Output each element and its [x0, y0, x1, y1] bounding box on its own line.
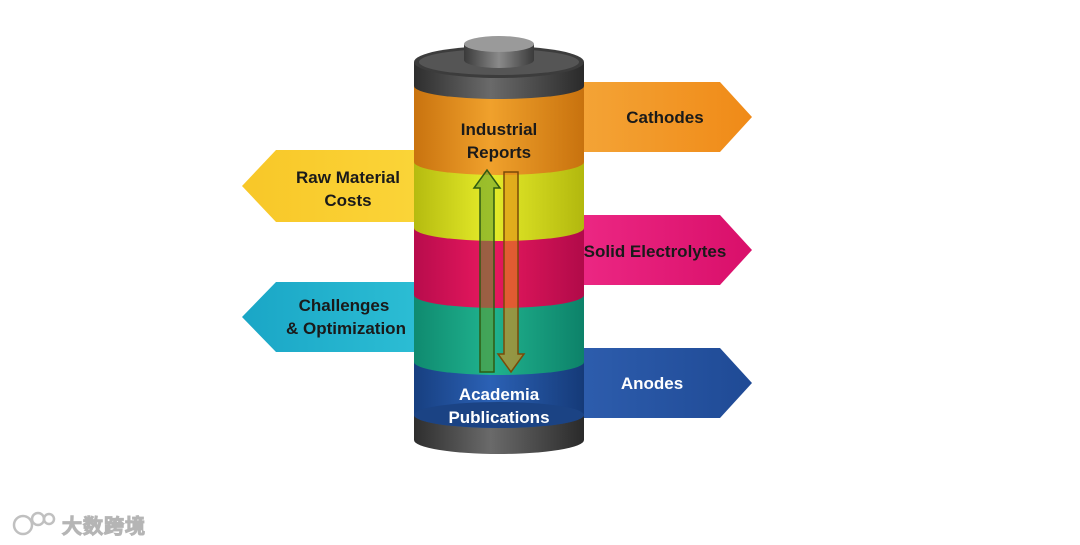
- solid-electrolytes-arrow: Solid Electrolytes: [560, 215, 752, 285]
- anodes-arrow: Anodes: [560, 348, 752, 418]
- anodes-label: Anodes: [621, 374, 683, 393]
- challenges-label-line1: Challenges: [299, 296, 390, 315]
- raw-material-label-line1: Raw Material: [296, 168, 400, 187]
- challenges-arrow: Challenges & Optimization: [242, 282, 440, 352]
- raw-material-label-line2: Costs: [324, 191, 371, 210]
- watermark-logo-icon: [12, 511, 56, 537]
- battery-terminal: [464, 36, 534, 68]
- battery: Industrial Reports Academia Publications: [414, 36, 584, 454]
- industrial-reports-line1: Industrial: [461, 120, 538, 139]
- watermark: 大数跨境: [12, 509, 146, 539]
- solid-electrolytes-label: Solid Electrolytes: [584, 242, 727, 261]
- academia-publications-line1: Academia: [459, 385, 540, 404]
- challenges-label-line2: & Optimization: [286, 319, 406, 338]
- cathodes-arrow: Cathodes: [560, 82, 752, 152]
- watermark-text: 大数跨境: [62, 510, 146, 539]
- raw-material-arrow: Raw Material Costs: [242, 150, 440, 222]
- academia-publications-line2: Publications: [448, 408, 549, 427]
- cathodes-label: Cathodes: [626, 108, 703, 127]
- industrial-reports-line2: Reports: [467, 143, 531, 162]
